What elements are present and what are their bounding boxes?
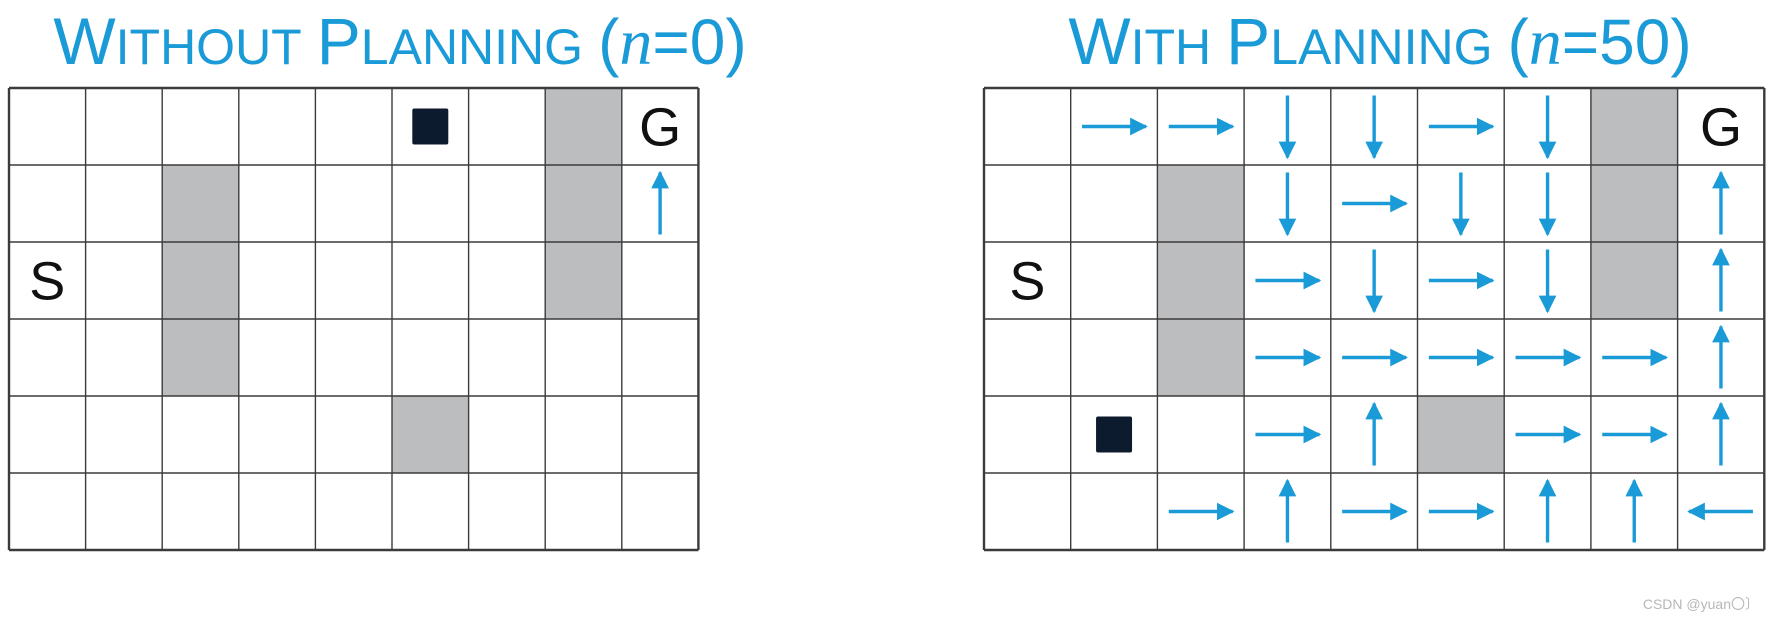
title-word: LANNING	[1270, 19, 1493, 75]
title-word: ITH	[1130, 19, 1212, 75]
start-label: S	[29, 252, 65, 312]
obstacle-cell	[1157, 165, 1245, 242]
title-word: ITHOUT	[115, 19, 302, 75]
obstacle-cell	[1157, 319, 1245, 396]
agent-marker	[1096, 416, 1133, 453]
obstacle-cell	[1590, 165, 1678, 242]
obstacle-cell	[162, 242, 239, 319]
title-variable: n	[1528, 6, 1562, 79]
obstacle-cell	[545, 165, 622, 242]
obstacle-cell	[1417, 396, 1505, 473]
grid-panel-without-planning: SG	[7, 86, 700, 552]
title-letter: W	[1068, 4, 1131, 78]
title-paren-open: (	[598, 6, 620, 78]
title-paren-close: )	[1670, 6, 1692, 78]
obstacle-cell	[1590, 88, 1678, 165]
goal-label: G	[1700, 98, 1742, 158]
start-label: S	[1009, 252, 1045, 312]
obstacle-cell	[162, 165, 239, 242]
title-letter: W	[53, 4, 116, 78]
title-with-planning: WITH PLANNING (n=50)	[1010, 0, 1750, 82]
title-letter: P	[316, 4, 361, 78]
obstacle-cell	[545, 242, 622, 319]
obstacle-cell	[1590, 242, 1678, 319]
obstacle-cell	[545, 88, 622, 165]
goal-label: G	[639, 98, 681, 158]
title-value: =0	[652, 6, 726, 78]
title-word: LANNING	[360, 19, 584, 75]
agent-marker	[412, 108, 449, 145]
title-value: =50	[1561, 6, 1671, 78]
grid-panel-with-planning: SG	[982, 86, 1766, 552]
watermark: CSDN @yuan〇〕	[1642, 596, 1759, 612]
obstacle-cell	[1157, 242, 1245, 319]
title-without-planning: WITHOUT PLANNING (n=0)	[10, 0, 790, 82]
title-letter: P	[1226, 4, 1271, 78]
title-variable: n	[619, 6, 653, 79]
title-paren-close: )	[725, 6, 747, 78]
title-paren-open: (	[1507, 6, 1529, 78]
obstacle-cell	[162, 319, 239, 396]
obstacle-cell	[392, 396, 469, 473]
